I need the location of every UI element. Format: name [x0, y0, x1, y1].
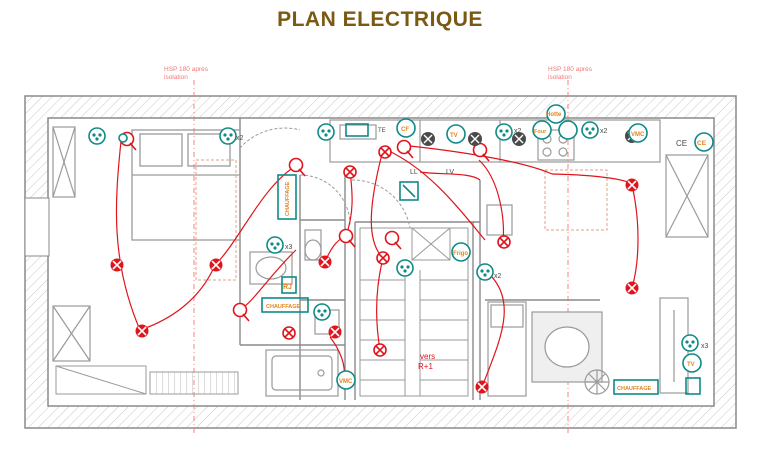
interior-walls	[239, 118, 600, 400]
label-x3-living: x3	[701, 343, 709, 350]
stair-note-line2: R+1	[418, 362, 433, 371]
label-chauffage-living: CHAUFFAGE	[617, 386, 652, 392]
label-ll: LL	[410, 169, 418, 176]
wardrobe-left	[52, 126, 91, 362]
label-x2-bed: x2	[236, 135, 244, 142]
bed	[131, 129, 241, 241]
living-area	[486, 204, 610, 397]
bed-dashed-area	[195, 159, 237, 281]
label-tv-living: TV	[687, 362, 695, 368]
label-lv: LV	[446, 169, 454, 176]
label-vmc-kitchen: VMC	[631, 132, 645, 138]
label-hotte: Hotte	[546, 112, 562, 118]
label-four: Four	[534, 129, 547, 135]
label-frigo: Frigo	[453, 251, 468, 257]
label-x2-kitchen-a: x2	[514, 128, 522, 135]
kitchen-island	[544, 169, 608, 231]
label-rj: RJ	[283, 284, 292, 291]
teal-boxes	[261, 123, 701, 395]
device-circles	[118, 104, 714, 390]
label-ce: CE	[676, 139, 687, 148]
note-right-line1: HSP 180 après	[548, 66, 593, 73]
fridge-column	[659, 154, 709, 394]
staircase	[359, 227, 469, 397]
label-tv-kitchen: TV	[450, 133, 458, 139]
stair-note-line1: vers	[420, 352, 435, 361]
label-chauffage-vertical: CHAUFFAGE	[285, 181, 291, 216]
label-vmc-bath: VMC	[339, 379, 353, 385]
kitchen	[329, 119, 661, 163]
label-x2-stair: x2	[494, 273, 502, 280]
label-x3-bath: x3	[285, 244, 293, 251]
label-te: TE	[378, 128, 386, 134]
label-ce-circle: CE	[697, 140, 707, 147]
label-chauffage-bath: CHAUFFAGE	[266, 304, 301, 310]
door-swings	[239, 127, 411, 229]
radiator	[55, 365, 239, 395]
label-cf: CF	[401, 127, 409, 133]
page-title: PLAN ELECTRIQUE	[277, 8, 483, 31]
note-right-line2: isolation	[548, 74, 572, 81]
note-left-line1: HSP 180 après	[164, 66, 209, 73]
label-x2-kitchen-b: x2	[600, 128, 608, 135]
note-left-line2: isolation	[164, 74, 188, 81]
dimension-lines	[193, 80, 569, 434]
